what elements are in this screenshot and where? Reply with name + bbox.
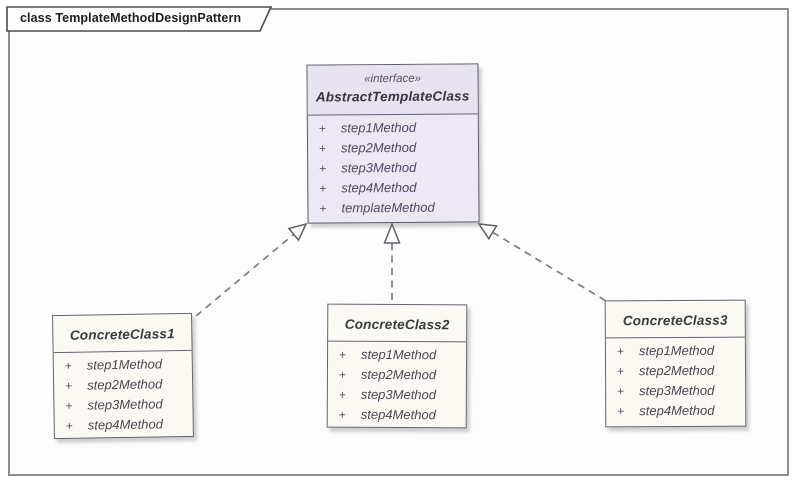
- method-name: step2Method: [638, 362, 715, 379]
- method-row: + step2Method: [308, 139, 478, 160]
- class-name: AbstractTemplateClass: [315, 88, 470, 105]
- class-header: ConcreteClass1: [53, 313, 192, 354]
- class-box-concrete-class-1: ConcreteClass1 + step1Method + step2Meth…: [52, 312, 194, 440]
- method-row: + step3Method: [54, 396, 192, 418]
- methods-compartment: + step1Method + step2Method + step3Metho…: [328, 342, 466, 428]
- method-row: + step4Method: [308, 179, 478, 200]
- visibility-marker: +: [617, 384, 625, 399]
- method-row: + step4Method: [55, 416, 193, 438]
- visibility-marker: +: [338, 407, 346, 422]
- visibility-marker: +: [318, 141, 327, 156]
- visibility-marker: +: [65, 378, 73, 393]
- visibility-marker: +: [617, 404, 625, 419]
- method-name: step3Method: [87, 396, 163, 413]
- methods-compartment: + step1Method + step2Method + step3Metho…: [308, 114, 479, 220]
- method-name: step1Method: [86, 356, 163, 373]
- class-box-concrete-class-3: ConcreteClass3 + step1Method + step2Meth…: [604, 299, 747, 428]
- method-name: step3Method: [360, 386, 437, 403]
- method-name: step2Method: [340, 139, 417, 156]
- visibility-marker: +: [319, 161, 327, 176]
- class-box-concrete-class-2: ConcreteClass2 + step1Method + step2Meth…: [326, 303, 468, 429]
- method-name: step4Method: [341, 179, 417, 196]
- visibility-marker: +: [616, 344, 624, 359]
- method-row: + step4Method: [606, 403, 745, 424]
- method-row: + step3Method: [308, 159, 478, 180]
- method-row: + step2Method: [328, 367, 466, 388]
- frame-title-tab: class TemplateMethodDesignPattern: [6, 6, 274, 33]
- method-row: + step1Method: [308, 119, 478, 140]
- visibility-marker: +: [319, 201, 327, 216]
- method-name: step1Method: [638, 342, 715, 359]
- visibility-marker: +: [338, 367, 347, 382]
- method-row: + step3Method: [328, 387, 466, 408]
- method-row: + step2Method: [606, 363, 745, 384]
- visibility-marker: +: [65, 418, 73, 433]
- method-name: step4Method: [639, 402, 715, 419]
- method-name: step2Method: [360, 366, 437, 383]
- methods-compartment: + step1Method + step2Method + step3Metho…: [606, 338, 745, 424]
- method-name: step3Method: [639, 382, 715, 399]
- method-row: + step1Method: [328, 347, 466, 368]
- class-header: «interface» AbstractTemplateClass: [307, 64, 478, 116]
- frame-title-tab-shape: [6, 6, 273, 32]
- visibility-marker: +: [318, 121, 326, 136]
- method-name: step1Method: [340, 119, 417, 136]
- class-name: ConcreteClass2: [344, 316, 450, 333]
- class-box-abstract-template-class: «interface» AbstractTemplateClass + step…: [306, 63, 480, 224]
- frame-title: class TemplateMethodDesignPattern: [20, 11, 242, 25]
- visibility-marker: +: [617, 364, 625, 379]
- visibility-marker: +: [65, 398, 73, 413]
- visibility-marker: +: [64, 358, 72, 373]
- method-name: step1Method: [361, 346, 437, 363]
- method-name: templateMethod: [341, 199, 435, 216]
- visibility-marker: +: [339, 347, 347, 362]
- methods-compartment: + step1Method + step2Method + step3Metho…: [54, 351, 193, 438]
- method-name: step2Method: [87, 376, 163, 393]
- method-name: step4Method: [360, 406, 436, 423]
- method-row: + step4Method: [328, 407, 466, 428]
- method-row: + step1Method: [606, 343, 745, 364]
- class-header: ConcreteClass3: [605, 300, 745, 339]
- class-header: ConcreteClass2: [328, 304, 467, 343]
- visibility-marker: +: [319, 181, 327, 196]
- method-row: + step1Method: [54, 356, 192, 378]
- visibility-marker: +: [338, 387, 346, 402]
- method-row: + step3Method: [606, 383, 745, 404]
- class-name: ConcreteClass3: [622, 312, 728, 329]
- method-name: step3Method: [341, 159, 417, 176]
- method-row: + templateMethod: [308, 199, 478, 220]
- class-name: ConcreteClass1: [69, 326, 175, 343]
- method-row: + step2Method: [54, 376, 192, 398]
- method-name: step4Method: [87, 416, 164, 433]
- stereotype-label: «interface»: [364, 72, 422, 86]
